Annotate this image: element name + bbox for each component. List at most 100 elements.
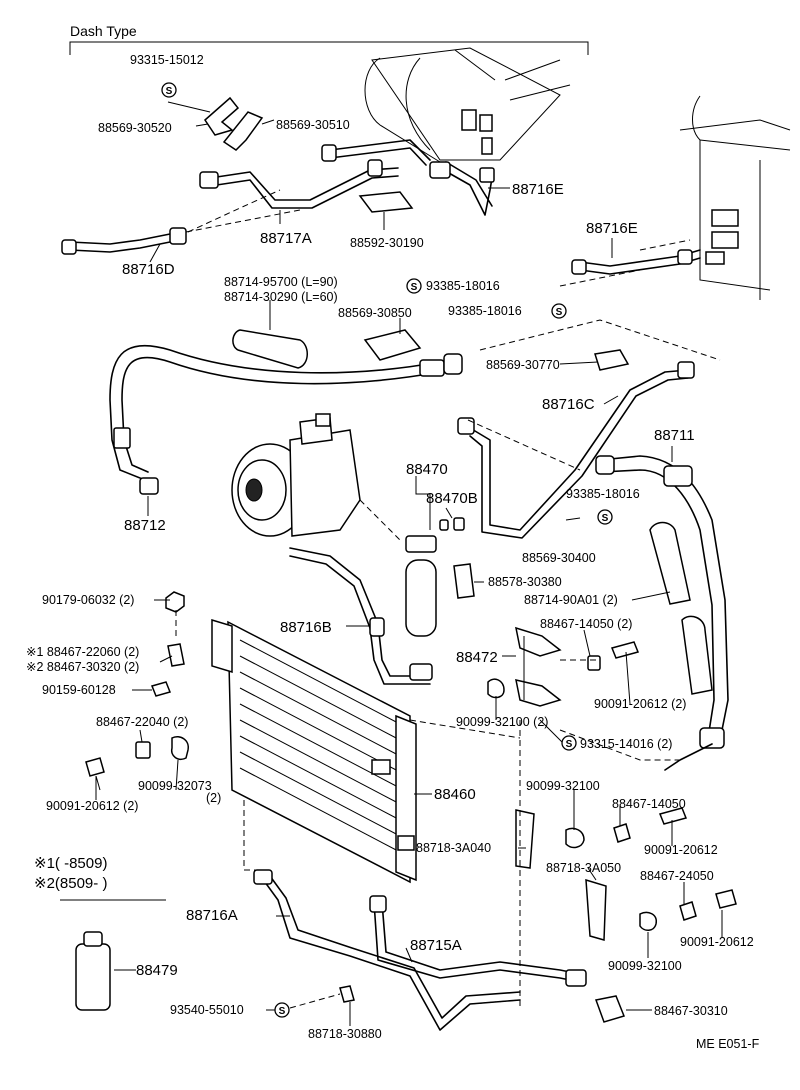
s-mark-icon: S xyxy=(551,303,567,319)
pipe-88716c xyxy=(457,361,695,539)
part-label: 93315-14016 (2) xyxy=(580,737,672,751)
part-label: 88716D xyxy=(122,261,175,278)
hose-sleeve-88714-90a01 xyxy=(649,521,713,695)
label-leaders xyxy=(60,101,723,1026)
bracket-88472 xyxy=(515,626,562,707)
svg-text:S: S xyxy=(166,86,173,97)
part-label: 90091-20612 (2) xyxy=(594,697,686,711)
svg-text:S: S xyxy=(602,513,609,524)
s-mark-icon: S xyxy=(561,735,577,751)
part-label: 88467-14050 xyxy=(612,797,686,811)
compressor-drawing xyxy=(231,413,361,537)
part-label: 88712 xyxy=(124,517,166,534)
part-labels: 93315-15012 88569-30520 88569-30510 8871… xyxy=(26,53,754,1041)
hose-88712 xyxy=(109,344,463,495)
part-label: 88467-30310 xyxy=(654,1004,728,1018)
evaporator-unit-drawing xyxy=(364,47,571,163)
part-label: 88716B xyxy=(280,619,332,636)
insulator-88592-30190 xyxy=(358,191,414,213)
bracket-88718-3a040 xyxy=(515,809,535,869)
part-label: 88715A xyxy=(410,937,462,954)
part-label: 90091-20612 (2) xyxy=(46,799,138,813)
part-label: 90099-32073 xyxy=(138,779,212,793)
part-label: 88460 xyxy=(434,786,476,803)
part-label: 90179-06032 (2) xyxy=(42,593,134,607)
part-label: 88714-90A01 (2) xyxy=(524,593,618,607)
part-label: 90091-20612 xyxy=(680,935,754,949)
part-label: 88569-30510 xyxy=(276,118,350,132)
part-label: 88717A xyxy=(260,230,312,247)
part-label: 90099-32100 (2) xyxy=(456,715,548,729)
part-label: 88592-30190 xyxy=(350,236,424,250)
part-label: 88467-24050 xyxy=(640,869,714,883)
part-label: 93385-18016 xyxy=(448,304,522,318)
s-mark-icon: S xyxy=(406,278,422,294)
s-mark-icon: S xyxy=(597,509,613,525)
hose-88711 xyxy=(595,455,729,771)
bracket-88718-3a050 xyxy=(585,878,607,941)
part-label: 88716A xyxy=(186,907,238,924)
part-label: 90099-32100 xyxy=(526,779,600,793)
legend-row-1: ※1( -8509) xyxy=(34,855,107,872)
diagram-code: ME E051-F xyxy=(696,1037,760,1051)
svg-text:S: S xyxy=(411,282,418,293)
legend-note: ※1( -8509) ※2(8509- ) xyxy=(34,855,107,892)
pipe-88716d xyxy=(61,227,187,255)
part-label: 88716E xyxy=(512,181,564,198)
part-label: (2) xyxy=(206,791,221,805)
part-label: ※1 88467-22060 (2) xyxy=(26,645,139,659)
svg-text:S: S xyxy=(279,1006,286,1017)
pipe-88716e-right xyxy=(571,249,701,275)
part-label: 88472 xyxy=(456,649,498,666)
part-label: 88470B xyxy=(426,490,478,507)
hardware-pieces xyxy=(85,591,737,1023)
part-label: 93315-15012 xyxy=(130,53,204,67)
svg-text:S: S xyxy=(556,307,563,318)
part-label: 90099-32100 xyxy=(608,959,682,973)
part-label: 88578-30380 xyxy=(488,575,562,589)
condenser-88460 xyxy=(211,618,417,884)
clamp-88569-30510 xyxy=(222,111,264,151)
pipe-88717a xyxy=(199,139,431,209)
bracket-88578-30380 xyxy=(453,563,475,599)
clamp-88569-30770 xyxy=(594,349,630,371)
part-label: 88718-3A040 xyxy=(416,841,491,855)
receiver-88470 xyxy=(405,517,465,637)
part-label: 88569-30520 xyxy=(98,121,172,135)
part-label: 88467-14050 (2) xyxy=(540,617,632,631)
part-label: 88569-30400 xyxy=(522,551,596,565)
s-marks: S S S S S S xyxy=(161,82,613,1018)
hose-sleeve-88714 xyxy=(232,329,308,369)
part-label: 88569-30850 xyxy=(338,306,412,320)
clamp-88569-30850 xyxy=(363,329,422,361)
header-title: Dash Type xyxy=(70,23,137,39)
part-label: 93385-18016 xyxy=(566,487,640,501)
part-label: 88716C xyxy=(542,396,595,413)
pipe-88715a xyxy=(369,895,587,987)
part-label: 93540-55010 xyxy=(170,1003,244,1017)
oil-bottle-88479 xyxy=(75,931,111,1011)
part-label: 88711 xyxy=(654,427,695,444)
part-label: 88479 xyxy=(136,962,178,979)
part-label: 88714-30290 (L=60) xyxy=(224,290,338,304)
pipe-88716b xyxy=(289,547,433,685)
part-label: ※2 88467-30320 (2) xyxy=(26,660,139,674)
part-label: 88470 xyxy=(406,461,448,478)
s-mark-icon: S xyxy=(274,1002,290,1018)
svg-text:S: S xyxy=(566,739,573,750)
part-label: 88718-30880 xyxy=(308,1027,382,1041)
part-label: 90091-20612 xyxy=(644,843,718,857)
part-label: 88467-22040 (2) xyxy=(96,715,188,729)
part-label: 88716E xyxy=(586,220,638,237)
dash-type-bracket: Dash Type xyxy=(69,23,589,55)
part-label: 93385-18016 xyxy=(426,279,500,293)
heater-unit-drawing xyxy=(679,95,791,300)
clamp-88569-30520 xyxy=(204,96,240,136)
part-label: 90159-60128 xyxy=(42,683,116,697)
pipe-88716e-upper xyxy=(429,161,495,216)
legend-row-2: ※2(8509- ) xyxy=(34,875,107,892)
part-label: 88714-95700 (L=90) xyxy=(224,275,338,289)
part-label: 88718-3A050 xyxy=(546,861,621,875)
s-mark-icon: S xyxy=(161,82,177,98)
